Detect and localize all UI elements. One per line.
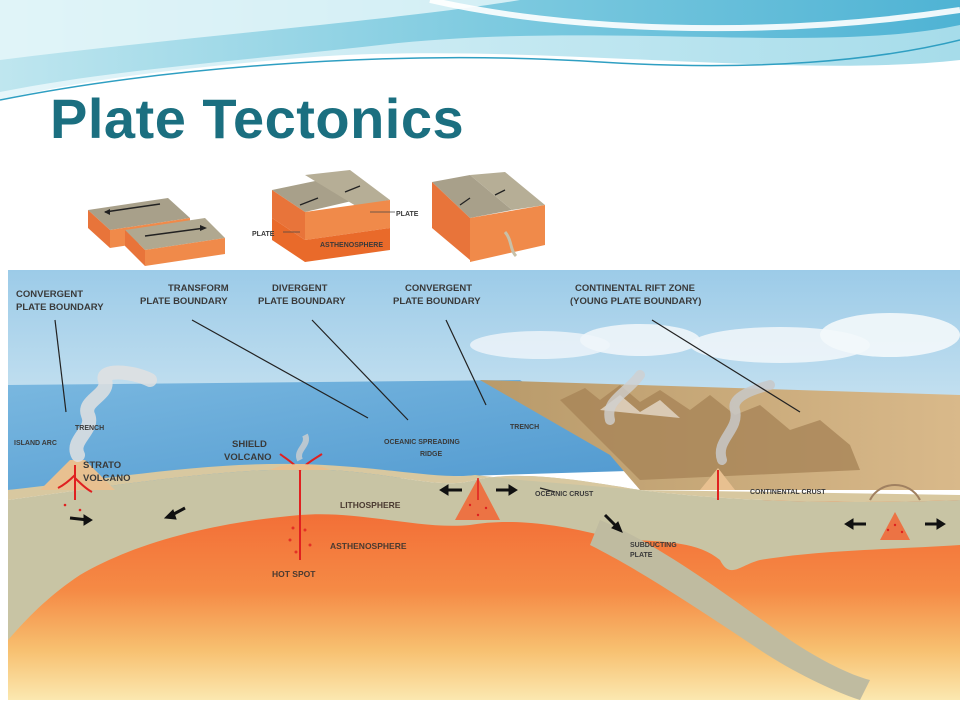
asthenosphere-small-label: ASTHENOSPHERE	[320, 242, 383, 249]
label-rift-2: (YOUNG PLATE BOUNDARY)	[570, 296, 701, 307]
plate-label-left: PLATE	[252, 231, 275, 238]
label-strato-1: STRATO	[83, 460, 121, 471]
divergent-block-diagram: PLATE PLATE ASTHENOSPHERE	[252, 170, 419, 262]
label-convergent-left-1: CONVERGENT	[16, 289, 83, 300]
label-convergent-mid-1: CONVERGENT	[405, 283, 472, 294]
label-strato-2: VOLCANO	[83, 473, 131, 484]
plate-motion-block-diagrams: PLATE PLATE ASTHENOSPHERE	[88, 170, 545, 266]
label-shield-1: SHIELD	[232, 439, 267, 450]
label-oceanic-crust: OCEANIC CRUST	[535, 491, 594, 498]
label-transform-2: PLATE BOUNDARY	[140, 296, 228, 307]
label-convergent-mid-2: PLATE BOUNDARY	[393, 296, 481, 307]
label-convergent-left-2: PLATE BOUNDARY	[16, 302, 104, 313]
plate-motion-arrows	[69, 484, 946, 533]
label-trench-right: TRENCH	[510, 424, 539, 431]
label-transform-1: TRANSFORM	[168, 283, 229, 294]
label-leader-lines	[54, 319, 801, 493]
label-divergent-2: PLATE BOUNDARY	[258, 296, 346, 307]
plate-label-right: PLATE	[396, 211, 419, 218]
label-lithosphere: LITHOSPHERE	[340, 500, 401, 510]
label-ridge-1: OCEANIC SPREADING	[384, 439, 460, 446]
label-island-arc: ISLAND ARC	[14, 440, 57, 447]
label-ridge-2: RIDGE	[420, 451, 443, 458]
convergent-block-diagram	[432, 172, 545, 262]
label-subducting-1: SUBDUCTING	[630, 542, 677, 549]
header-waves	[0, 0, 960, 101]
label-continental-crust: CONTINENTAL CRUST	[750, 489, 826, 496]
label-subducting-2: PLATE	[630, 552, 653, 559]
label-trench-left: TRENCH	[75, 425, 104, 432]
label-shield-2: VOLCANO	[224, 452, 272, 463]
label-asthenosphere: ASTHENOSPHERE	[330, 541, 407, 551]
slide-title: Plate Tectonics	[50, 87, 465, 150]
label-hot-spot: HOT SPOT	[272, 569, 316, 579]
label-divergent-1: DIVERGENT	[272, 283, 328, 294]
label-rift-1: CONTINENTAL RIFT ZONE	[575, 283, 695, 294]
transform-block-diagram	[88, 198, 225, 266]
